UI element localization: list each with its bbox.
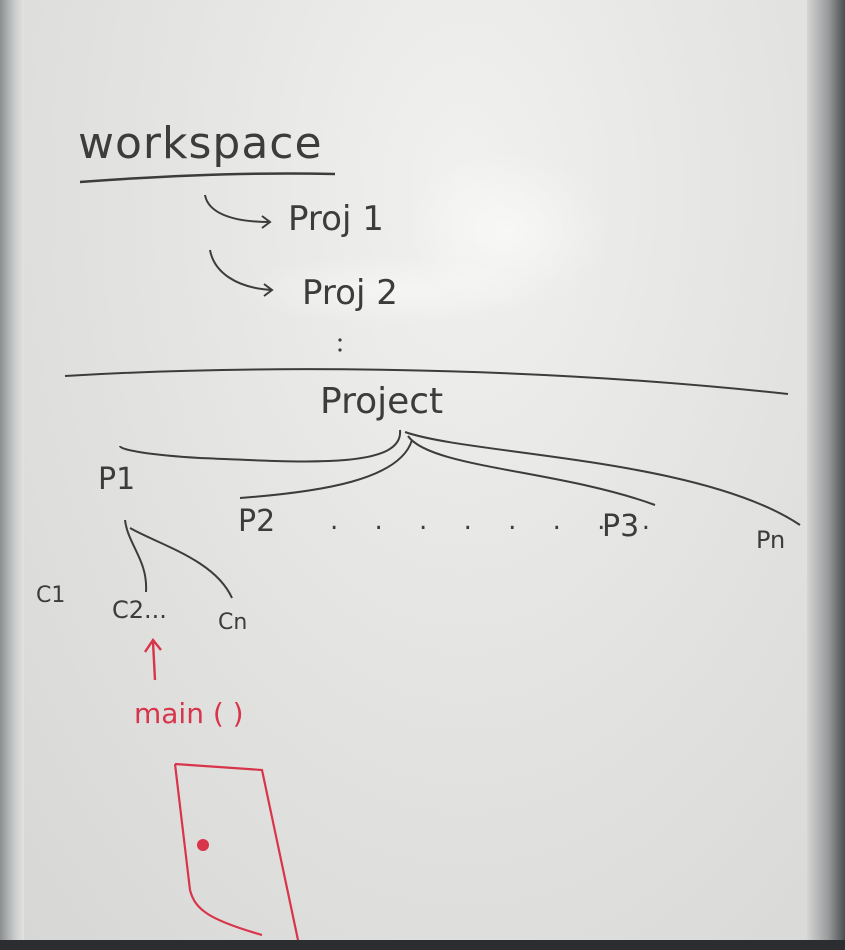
light-reflection-lower (230, 255, 550, 325)
branch-p3 (407, 435, 656, 506)
package-p1: P1 (98, 462, 136, 497)
board-frame-right (807, 0, 845, 950)
arrow-proj1 (204, 194, 272, 229)
branch-pn (404, 431, 801, 526)
branch-p1 (119, 429, 402, 463)
main-method-label: main ( ) (134, 697, 244, 730)
arrow-proj2 (209, 249, 274, 297)
class-c2: C2... (112, 596, 167, 624)
light-reflection (405, 150, 610, 310)
workspace-item-proj1: Proj 1 (288, 199, 384, 239)
class-c1: C1 (36, 583, 66, 608)
class-cn: Cn (218, 610, 248, 635)
ellipsis-dot (338, 338, 342, 342)
workspace-title: workspace (78, 118, 323, 169)
board-frame-bottom (0, 940, 845, 950)
branch-cn (129, 527, 233, 599)
workspace-underline (79, 172, 336, 184)
package-p3: P3 (602, 509, 640, 544)
package-p2: P2 (238, 504, 276, 539)
branch-c2 (124, 519, 148, 593)
ellipsis-dot (338, 348, 342, 352)
device-dot-red (197, 839, 209, 851)
package-pn: Pn (756, 526, 786, 554)
board-frame-left (0, 0, 24, 950)
workspace-item-proj2: Proj 2 (302, 273, 398, 313)
project-label: Project (320, 381, 444, 422)
arrow-up-red (144, 637, 162, 681)
package-ellipsis: . . . . . . . . (330, 506, 664, 536)
separator-line (64, 368, 789, 395)
branch-p2 (239, 439, 413, 499)
device-rect-red (173, 762, 300, 941)
